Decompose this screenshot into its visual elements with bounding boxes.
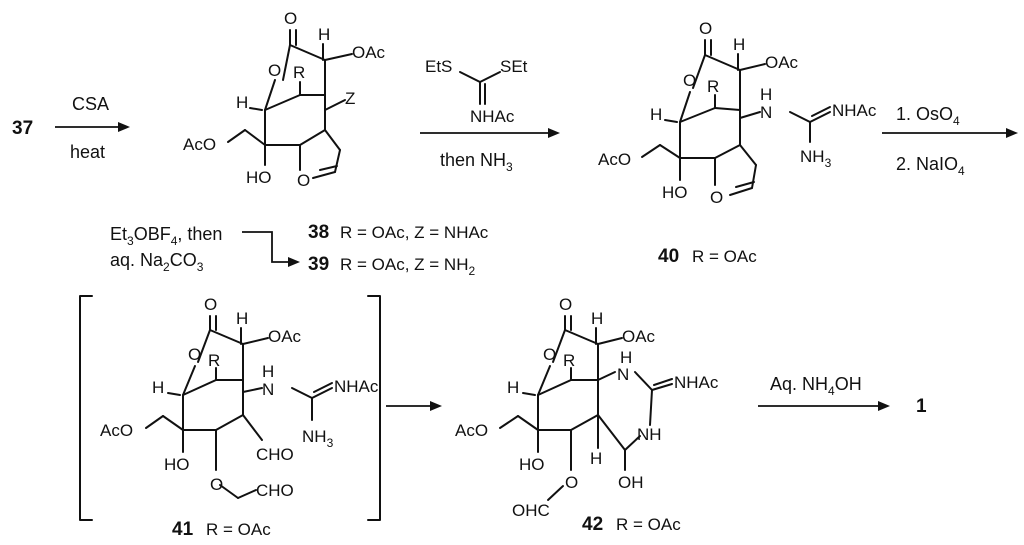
atom-r: R	[563, 351, 575, 370]
atom-h: H	[318, 25, 330, 44]
arrow-step-1	[55, 122, 130, 132]
atom-h: H	[262, 362, 274, 381]
condition-then-nh3: then NH3	[440, 150, 513, 174]
reagent-nhac: NHAc	[470, 107, 515, 126]
atom-oh: OH	[618, 473, 644, 492]
condition-nh4oh: Aq. NH4OH	[770, 374, 862, 398]
arrow-step-6	[758, 401, 890, 411]
arrow-41-to-42	[386, 401, 442, 411]
compound-38-description: R = OAc, Z = NHAc	[340, 223, 489, 242]
atom-aco: AcO	[100, 421, 133, 440]
compound-38-label: 38	[308, 222, 329, 243]
atom-h: H	[591, 309, 603, 328]
structure-42: O H OAc O R H H N NHAc NH H OH AcO HO O …	[455, 295, 719, 520]
structure-41: O H OAc O R H H N NHAc NH3 AcO HO CHO O …	[100, 295, 379, 500]
atom-o: O	[284, 9, 297, 28]
structure-40: O H OAc O R H H N NHAc NH3 AcO HO O	[598, 19, 877, 207]
atom-n: N	[262, 380, 274, 399]
compound-1-label: 1	[916, 396, 927, 417]
compound-37-label: 37	[12, 118, 33, 139]
arrow-38-to-39	[242, 231, 300, 267]
atom-o: O	[559, 295, 572, 314]
atom-nhac: NHAc	[674, 373, 719, 392]
compound-42-label: 42	[582, 514, 603, 535]
compound-41-description: R = OAc	[206, 520, 271, 539]
condition-na2co3: aq. Na2CO3	[110, 250, 204, 274]
atom-nhac: NHAc	[832, 101, 877, 120]
atom-nh3: NH3	[302, 427, 334, 450]
atom-oac: OAc	[352, 43, 386, 62]
atom-aco: AcO	[183, 135, 216, 154]
atom-o: O	[565, 473, 578, 492]
atom-oac: OAc	[765, 53, 799, 72]
atom-ho: HO	[662, 183, 688, 202]
atom-oac: OAc	[622, 327, 656, 346]
atom-cho: CHO	[256, 445, 294, 464]
atom-nh3: NH3	[800, 147, 832, 170]
atom-r: R	[707, 77, 719, 96]
structure-38: O H OAc O R H Z AcO HO O	[183, 9, 386, 190]
atom-ho: HO	[164, 455, 190, 474]
atom-ohc: OHC	[512, 501, 550, 520]
atom-h: H	[733, 35, 745, 54]
compound-39-label: 39	[308, 254, 329, 275]
atom-h: H	[620, 348, 632, 367]
atom-nhac: NHAc	[334, 377, 379, 396]
condition-csa: CSA	[72, 94, 109, 114]
condition-heat: heat	[70, 142, 105, 162]
bracket-intermediate	[79, 295, 381, 521]
atom-o: O	[699, 19, 712, 38]
condition-naio4: 2. NaIO4	[896, 154, 965, 178]
atom-r: R	[208, 351, 220, 370]
compound-41-label: 41	[172, 519, 194, 540]
compound-40-label: 40	[658, 246, 679, 267]
atom-o: O	[188, 345, 201, 364]
atom-h: H	[236, 309, 248, 328]
reagent-ets: EtS	[425, 57, 452, 76]
atom-cho: CHO	[256, 481, 294, 500]
atom-o: O	[204, 295, 217, 314]
atom-ho: HO	[519, 455, 545, 474]
atom-n: N	[760, 103, 772, 122]
compound-40-description: R = OAc	[692, 247, 757, 266]
reagent-set: SEt	[500, 57, 528, 76]
atom-o: O	[710, 188, 723, 207]
atom-h: H	[236, 93, 248, 112]
atom-h: H	[152, 378, 164, 397]
atom-h: H	[760, 85, 772, 104]
atom-o: O	[543, 345, 556, 364]
reagent-ets-set-nhac: EtS SEt NHAc	[425, 57, 528, 126]
atom-aco: AcO	[598, 150, 631, 169]
compound-42-description: R = OAc	[616, 515, 681, 534]
atom-h: H	[650, 105, 662, 124]
atom-oac: OAc	[268, 327, 302, 346]
compound-39-description: R = OAc, Z = NH2	[340, 255, 475, 278]
atom-o: O	[683, 71, 696, 90]
arrow-step-4	[882, 128, 1018, 138]
atom-nh: NH	[637, 425, 662, 444]
atom-n: N	[617, 365, 629, 384]
condition-et3obf4: Et3OBF4, then	[110, 224, 222, 248]
atom-r: R	[293, 63, 305, 82]
atom-h: H	[590, 449, 602, 468]
atom-o: O	[210, 475, 223, 494]
atom-o: O	[268, 61, 281, 80]
atom-aco: AcO	[455, 421, 488, 440]
atom-ho: HO	[246, 168, 272, 187]
atom-h: H	[507, 378, 519, 397]
condition-oso4: 1. OsO4	[896, 104, 960, 128]
arrow-step-3	[420, 128, 560, 138]
atom-z: Z	[345, 89, 355, 108]
atom-o: O	[297, 171, 310, 190]
